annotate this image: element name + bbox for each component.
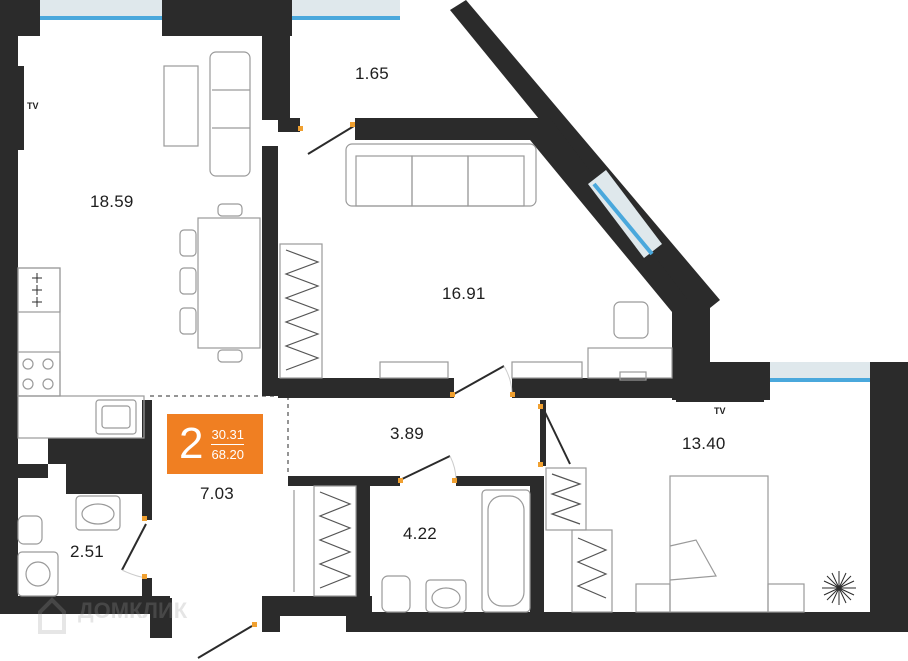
window-diagonal-glass [592,182,654,256]
window-bedroom [770,362,870,382]
window-kitchen-glass [40,16,162,20]
door-bathroom [399,455,451,481]
doors [121,125,571,659]
door-living-arc [503,365,513,395]
hallway-wardrobe [313,485,357,597]
area-hallway: 3.89 [390,424,424,443]
kitchen-sofa [209,51,251,177]
wall-toilet-top2 [66,464,144,494]
tv-label-kitchen: TV [27,101,39,111]
bed [669,475,769,613]
wall-bottom-left2 [0,596,170,614]
coffee-table [163,65,199,147]
wall-bottom-mid [262,596,372,616]
watermark-text: ДОМКЛИК [78,598,188,623]
window-balcony [292,0,400,20]
wall-bath-top-b [456,476,542,486]
badge-areas: 30.31 68.20 [211,427,245,462]
toilet-room-toilet [17,515,43,545]
door-balcony [307,125,355,155]
toilet-room-sink [75,495,121,531]
bathroom-sink [425,579,467,613]
bedroom-wardrobe [545,467,587,531]
door-bathroom-arc [449,455,457,481]
wall-toilet-left [18,464,48,478]
wall-toilet-top [48,438,144,464]
wall-entry-right [262,596,280,632]
badge-room-count: 2 [179,419,204,468]
wall-top-mid [162,0,292,36]
wall-balcony-stub [278,118,300,132]
door-bedroom [541,405,571,465]
wall-left-outer [0,0,18,600]
tv-label-bedroom: TV [714,406,726,416]
door-entrance [197,625,253,659]
hob-icon [32,273,42,307]
house-logo-icon [38,597,66,634]
area-living-kitchen: 18.59 [90,192,134,211]
wall-toilet-right [142,400,152,520]
area-living-room: 16.91 [442,284,486,303]
wall-living-top [355,118,540,140]
wall-diagonal-inner [530,118,700,328]
kitchen-sink [17,395,145,439]
apartment-badge: 2 30.31 68.20 [167,414,263,474]
watermark: ДОМКЛИК [72,598,187,624]
badge-living-area: 30.31 [211,427,245,445]
desk [587,347,673,379]
wall-bath-top-a [288,476,400,486]
area-bedroom: 13.40 [682,434,726,453]
window-diagonal [588,170,662,258]
door-toilet [121,523,147,571]
wall-diagonal [450,0,720,316]
wall-kitchen-living [262,36,290,120]
furniture [17,51,856,613]
wall-kitchen-living-lower [262,146,278,396]
wall-living-bottom-a [278,378,454,398]
zone-separators [150,395,289,476]
area-bathroom: 4.22 [403,524,437,543]
living-sofa [345,143,537,207]
wall-living-bottom-b [512,378,678,398]
kitchen-tv [18,66,24,150]
window-bedroom-glass [770,378,870,382]
area-entrance: 7.03 [200,484,234,503]
bathroom-toilet [381,575,411,613]
washing-machine [17,551,59,597]
area-toilet: 2.51 [70,542,104,561]
badge-total-area: 68.20 [211,446,245,462]
windows [40,0,870,382]
plant [822,571,856,605]
wall-bedroom-left [540,400,546,466]
window-kitchen [40,0,162,20]
bedroom-tv [676,398,764,402]
wall-bottom-right [346,612,908,632]
area-balcony: 1.65 [355,64,389,83]
dining-table [197,217,261,349]
door-hinges [142,122,543,627]
wall-toilet-right-lower [142,578,152,602]
living-wardrobe [279,243,323,379]
kitchen-counter [17,267,61,397]
wall-bath-right [530,476,544,616]
wall-right-outer [870,362,908,632]
bathtub [481,489,531,613]
wall-bedroom-top [672,362,770,400]
door-living [453,365,505,395]
wall-bath-left [356,476,370,616]
window-balcony-glass [292,16,400,20]
